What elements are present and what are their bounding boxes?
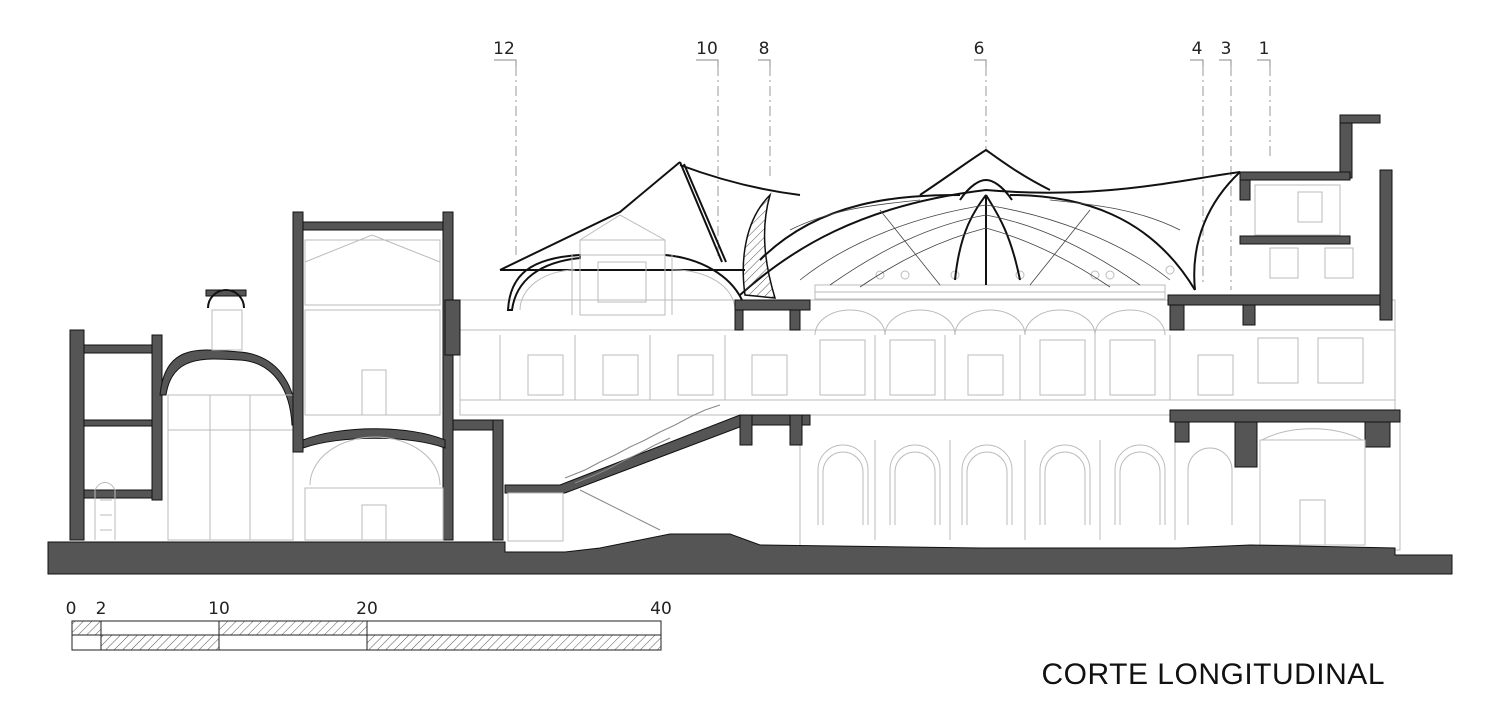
scale-bar: 0 2 10 20 40 xyxy=(66,599,672,651)
tensile-membrane-roof xyxy=(499,148,1241,299)
section-walls xyxy=(69,114,1401,546)
axis-marker-10: 10 xyxy=(696,39,719,260)
drawing-title: CORTE LONGITUDINAL xyxy=(1042,658,1386,691)
axis-label-8: 8 xyxy=(759,39,770,59)
axis-marker-8: 8 xyxy=(758,39,771,180)
scale-label-20: 20 xyxy=(356,599,378,619)
roof-balustrade xyxy=(814,265,1175,300)
scale-label-10: 10 xyxy=(208,599,230,619)
axis-label-10: 10 xyxy=(696,39,718,59)
scale-label-40: 40 xyxy=(650,599,672,619)
upper-windows xyxy=(527,337,1364,396)
axis-marker-4: 4 xyxy=(1190,39,1204,285)
ground-slab xyxy=(47,533,1453,575)
axis-marker-12: 12 xyxy=(493,39,517,255)
axis-label-1: 1 xyxy=(1259,39,1270,59)
axis-marker-1: 1 xyxy=(1257,39,1271,160)
lower-arcade xyxy=(817,444,1233,525)
axis-marker-6: 6 xyxy=(974,39,987,150)
scale-label-0: 0 xyxy=(66,599,77,619)
pilasters xyxy=(499,335,1176,540)
cable-net xyxy=(789,199,1181,288)
left-hall-vault xyxy=(506,214,743,316)
scale-label-2: 2 xyxy=(96,599,107,619)
upper-arcade xyxy=(814,309,1166,336)
axis-markers: 12 10 8 6 4 3 1 xyxy=(493,39,1271,290)
axis-label-12: 12 xyxy=(493,39,515,59)
axis-label-3: 3 xyxy=(1221,39,1232,59)
axis-label-4: 4 xyxy=(1192,39,1203,59)
background-facade xyxy=(459,265,1401,551)
axis-label-6: 6 xyxy=(974,39,985,59)
axis-marker-3: 3 xyxy=(1219,39,1232,290)
